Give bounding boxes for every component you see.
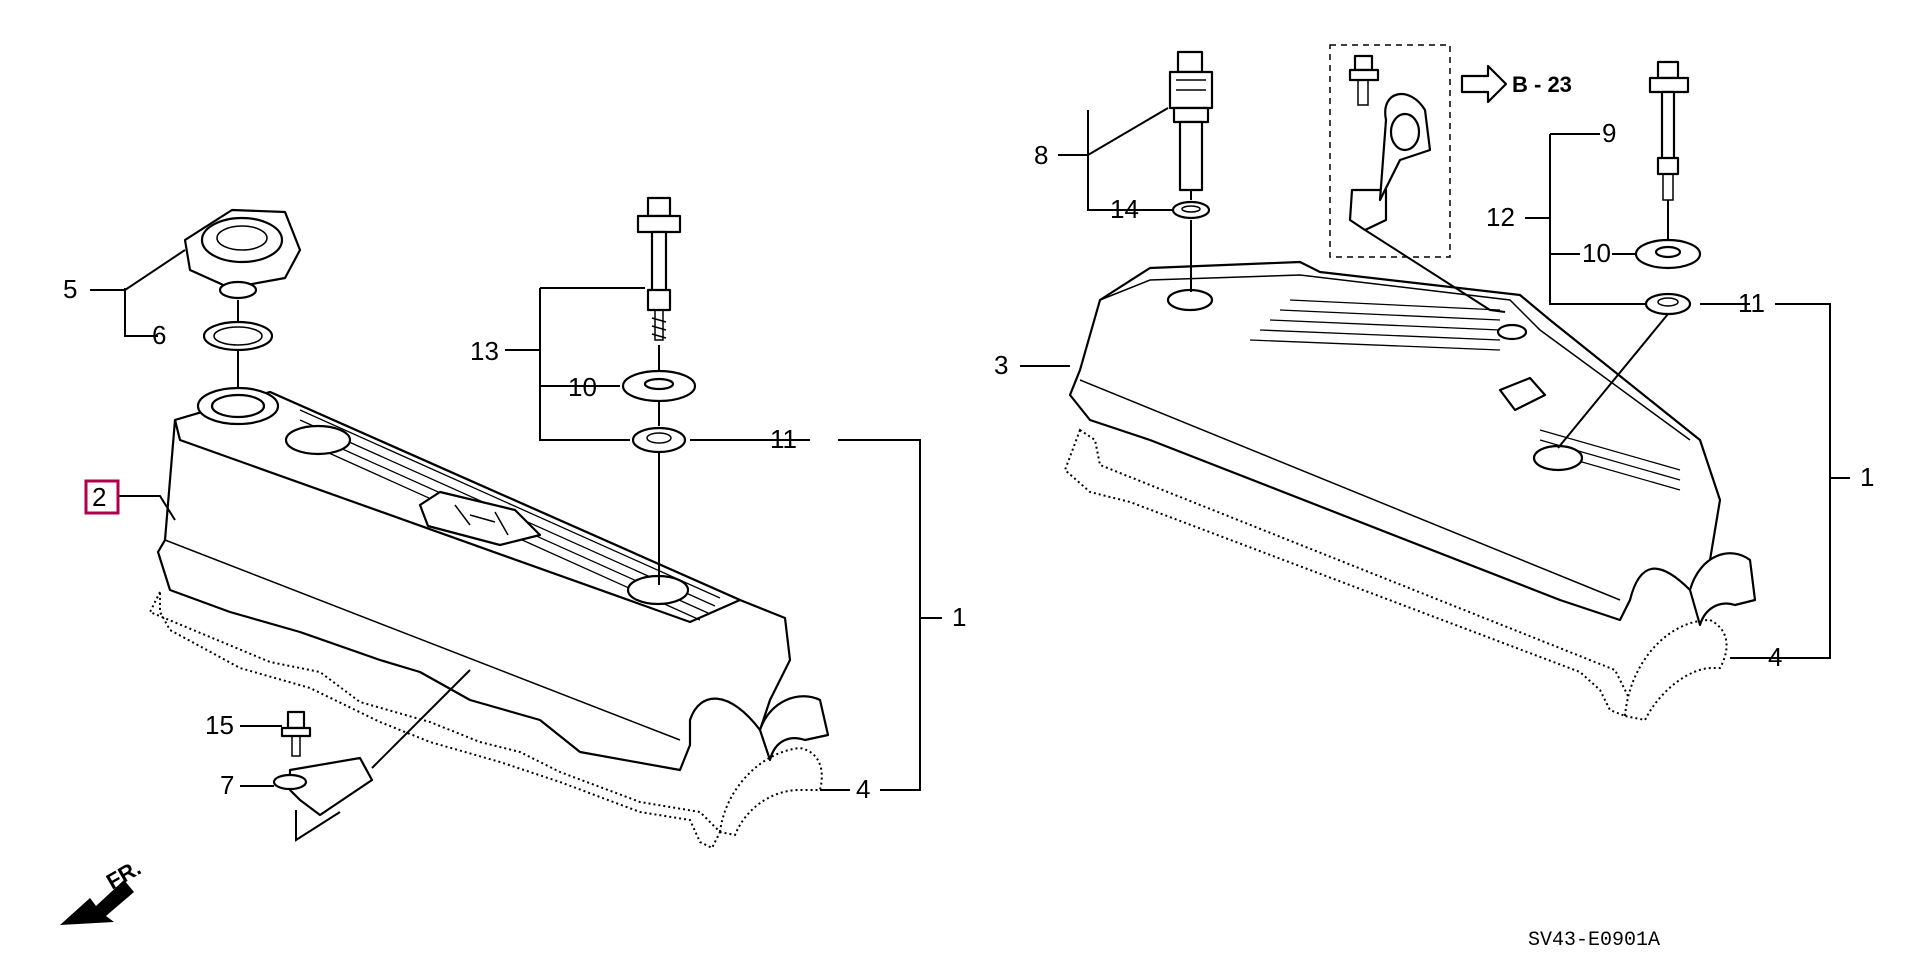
callout-14: 14 (1110, 194, 1139, 224)
reference-label: B - 23 (1512, 72, 1572, 97)
oil-filler-cap-seal (202, 320, 274, 352)
reference-arrow (1460, 64, 1508, 104)
sensor-washer (1171, 200, 1211, 220)
left-bracket (272, 756, 374, 817)
right-gasket (1063, 428, 1632, 718)
callout-4-left: 4 (856, 774, 870, 804)
callout-11-right: 11 (1738, 288, 1765, 318)
left-cover-flange (164, 539, 681, 741)
right-bolt-boss (1532, 444, 1584, 472)
callout-9: 9 (1602, 118, 1616, 148)
callout-11-left: 11 (770, 424, 797, 454)
right-bolt-guide-b (1557, 313, 1669, 449)
temperature-sensor (1168, 50, 1214, 192)
right-grommet (1644, 292, 1692, 316)
left-cover-bolt (636, 196, 682, 341)
right-cover-bolt (1648, 60, 1690, 201)
left-callout-bracket-13 (539, 287, 645, 441)
front-label: FR. (102, 855, 145, 894)
right-cover-flange (1079, 379, 1621, 601)
left-breather-boss (284, 424, 352, 456)
callout-4-right: 4 (1768, 642, 1782, 672)
right-cover-body (1068, 260, 1722, 622)
right-washer (1634, 238, 1702, 270)
callout-5: 5 (63, 274, 77, 304)
right-cover-top (1099, 274, 1691, 441)
left-cylinder-head-cover-assembly (90, 196, 942, 850)
left-grommet (631, 426, 687, 454)
right-callout-bracket-1 (1730, 303, 1831, 659)
left-bracket-guide (295, 810, 341, 842)
right-sensor-boss (1166, 288, 1214, 312)
oil-filler-cap (183, 208, 302, 300)
left-bracket-leader (371, 669, 471, 769)
left-washer (621, 369, 697, 403)
left-callout-line-2 (112, 495, 176, 521)
front-direction-arrow (60, 880, 134, 925)
right-cylinder-head-cover-assembly (1020, 44, 1850, 722)
highlight-box-2 (84, 479, 120, 515)
callout-1-right: 1 (1860, 462, 1874, 492)
right-callout-bracket-12 (1549, 133, 1645, 305)
right-cover-half-round-cutout (1688, 552, 1757, 627)
right-gasket-half-round (1623, 618, 1728, 722)
callout-1-left: 1 (952, 602, 966, 632)
oil-filler-opening-inner (210, 393, 266, 419)
left-bracket-bolt (280, 710, 312, 757)
honda-logo-badge (418, 490, 542, 547)
callout-7: 7 (220, 770, 234, 800)
callout-6: 6 (152, 320, 166, 350)
left-cover-half-round-cutout (758, 695, 830, 762)
callout-12: 12 (1486, 202, 1515, 232)
left-gasket (148, 591, 722, 850)
callout-10-right: 10 (1582, 238, 1611, 268)
right-breather-pipe (1498, 376, 1547, 412)
callout-13: 13 (470, 336, 499, 366)
clamp-inset (1329, 44, 1506, 313)
callout-2: 2 (92, 482, 106, 512)
left-gasket-half-round (718, 746, 823, 837)
callout-15: 15 (205, 710, 234, 740)
right-stud-boss (1496, 323, 1528, 341)
callout-10-left: 10 (568, 372, 597, 402)
callout-8: 8 (1034, 140, 1048, 170)
diagram-code: SV43-E0901A (1528, 929, 1660, 952)
left-callout-bracket-1 (838, 439, 921, 791)
callout-3: 3 (994, 350, 1008, 380)
